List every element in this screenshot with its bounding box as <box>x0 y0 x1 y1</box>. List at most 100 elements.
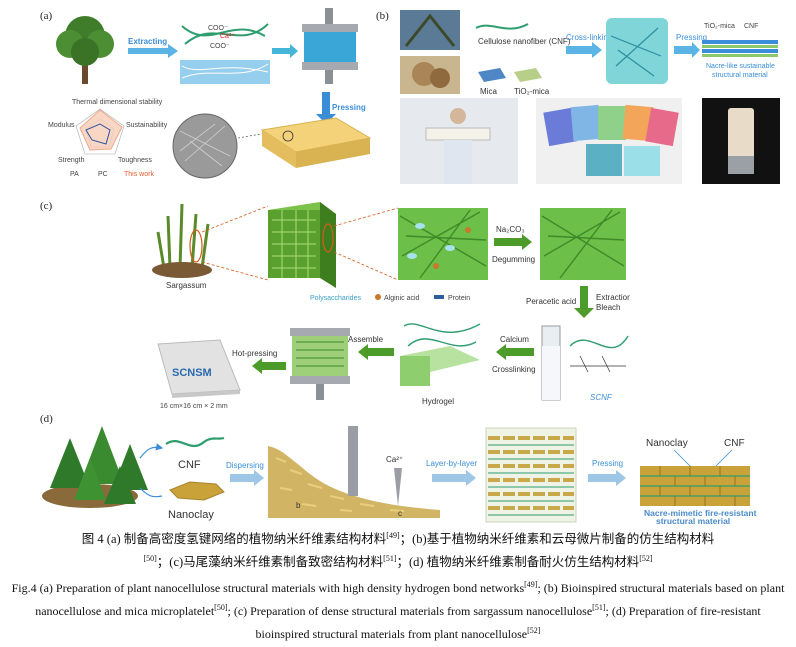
assemble-arrow <box>358 344 394 360</box>
scnf-vial <box>541 325 561 401</box>
crosslinking-arrow-b <box>566 42 602 58</box>
tio2-mica-icon <box>514 68 542 82</box>
mica-label: Mica <box>480 87 497 96</box>
label-c-d: c <box>398 509 402 518</box>
legend-alginic-acid: Alginic acid <box>384 295 420 302</box>
clean-fiber-box <box>540 208 626 280</box>
photo-phone <box>702 98 780 184</box>
out-desc-1: Nacre-mimetic fire-resistant <box>644 508 757 518</box>
peracetic-label: Peracetic acid <box>526 297 576 306</box>
radar-legend-pc: PC <box>98 171 108 178</box>
press-illustration <box>302 8 358 84</box>
scnsm-label: SCNSM <box>172 367 212 379</box>
caption-english: Fig.4 (a) Preparation of plant nanocellu… <box>10 575 786 644</box>
panel-label-a: (a) <box>40 10 53 22</box>
scnf-label: SCNF <box>590 393 613 402</box>
ca-label-d: Ca²⁺ <box>386 455 403 464</box>
pressing-label-a: Pressing <box>332 103 366 112</box>
photo-person-board <box>400 98 518 184</box>
radar-legend-pa: PA <box>70 171 79 178</box>
layered-film <box>485 427 577 523</box>
chem-label-2: Ca²⁺ <box>220 33 235 40</box>
radar-axis-5: Modulus <box>48 122 75 129</box>
radar-legend-this-work: This work <box>124 171 154 178</box>
radar-axis-3: Toughness <box>118 157 152 164</box>
calcium-label: Calcium <box>500 335 529 344</box>
radar-axis-2: Sustainability <box>126 122 168 129</box>
crosslinking-label-b: Cross-linking <box>566 33 612 42</box>
dispersing-label: Dispersing <box>226 461 264 470</box>
nanofiber-network: COO⁻ Ca²⁺ COO⁻ <box>180 23 270 84</box>
product-cnf-label: CNF <box>744 23 758 30</box>
cnf-label-b: Cellulose nanofiber (CNF) <box>478 37 571 46</box>
scnsm-dims: 16 cm×16 cm × 2 mm <box>160 403 228 410</box>
crosslinked-gel <box>606 18 668 84</box>
out-desc-2: structural material <box>656 516 730 524</box>
caption-cn-ref-52: [52] <box>639 554 653 564</box>
assemble-label: Assemble <box>348 335 384 344</box>
sargassum-label: Sargassum <box>166 281 207 290</box>
pressing-label-b: Pressing <box>676 33 707 42</box>
scnf-structure <box>569 335 629 373</box>
panel-label-d: (d) <box>40 413 53 425</box>
hot-pressing-label: Hot-pressing <box>232 349 277 358</box>
lbl-label: Layer-by-layer <box>426 459 477 468</box>
caption-cn-part-c: ；(c)马尾藻纳米纤维素制备致密结构材料 <box>156 555 384 570</box>
caption-cn-ref-50: [50] <box>143 554 157 564</box>
panel-d: CNF Nanoclay Dispersing b c Ca²⁺ Layer-b… <box>40 418 790 524</box>
caption-en-ref-50: [50] <box>214 603 228 612</box>
caption-cn-ref-51: [51] <box>383 554 397 564</box>
out-cnf-label: CNF <box>724 438 745 449</box>
hydrogel-illustration <box>400 323 481 386</box>
caption-chinese: 图 4 (a) 制备高密度氢键网络的植物纳米纤维素结构材料[49]；(b)基于植… <box>10 526 786 572</box>
radar-axis-1: Thermal dimensional stability <box>72 99 163 106</box>
chem-label-1: COO⁻ <box>208 25 228 32</box>
pressing-arrow-d <box>588 470 626 486</box>
brick-wall-output <box>640 449 750 506</box>
mica-icon <box>478 68 506 82</box>
na2co3-label: Na₂CO₃ <box>496 225 525 234</box>
caption-en-ref-52: [52] <box>527 626 541 635</box>
cnf-label-d: CNF <box>178 459 201 471</box>
out-nanoclay-label: Nanoclay <box>646 438 688 449</box>
extraction-label: Extraction <box>596 293 630 302</box>
hot-press <box>290 328 350 400</box>
arrow-to-press <box>272 44 298 58</box>
legend-protein: Protein <box>448 295 470 302</box>
product-tio2-label: TiO₂-mica <box>704 23 735 30</box>
pressing-label-d: Pressing <box>592 459 623 468</box>
cnf-fiber-icon <box>475 23 529 30</box>
coating-bed <box>268 426 440 518</box>
extraction-arrow <box>574 286 594 318</box>
caption-en-part-b: ; (b) Bioinspired structural materials b… <box>35 581 785 618</box>
radar-chart: Thermal dimensional stability Sustainabi… <box>48 99 168 178</box>
pine-trees <box>42 426 148 508</box>
pressing-arrow-b <box>674 42 700 58</box>
panel-label-c: (c) <box>40 200 53 212</box>
caption-en-ref-51: [51] <box>592 603 606 612</box>
pressing-arrow-a <box>316 92 336 124</box>
panel-c: Sargassum Na₂CO₃ Degumming <box>150 196 630 411</box>
cell-structure-cube <box>268 202 336 288</box>
legend-polysaccharides: Polysaccharides <box>310 295 361 302</box>
hydrogel-label: Hydrogel <box>422 397 454 406</box>
sem-image <box>172 113 238 179</box>
panel-a: Extracting COO⁻ Ca²⁺ COO⁻ Pressing <box>40 6 375 186</box>
caption-cn-ref-49: [49] <box>386 531 400 540</box>
extracting-label: Extracting <box>128 37 167 46</box>
sargassum-plant <box>152 203 212 278</box>
fiber-particles-box <box>398 208 488 280</box>
dispersing-arrow <box>230 470 264 486</box>
caption-cn-part-a: 图 4 (a) 制备高密度氢键网络的植物纳米纤维素结构材料 <box>81 532 387 547</box>
nanoclay-hexagon <box>169 481 225 501</box>
nanoclay-label-d: Nanoclay <box>168 509 214 521</box>
chem-label-3: COO⁻ <box>210 43 230 50</box>
caption-cn-part-d: ；(d) 植物纳米纤维素制备耐火仿生结构材料 <box>396 555 640 570</box>
tio2-mica-label: TiO₂-mica <box>514 87 550 96</box>
caption-en-part-d: ; (d) Preparation of fire-resistant bioi… <box>255 604 761 641</box>
extracting-arrow <box>128 44 178 58</box>
layered-product <box>702 40 778 57</box>
caption-en-part-a: Fig.4 (a) Preparation of plant nanocellu… <box>11 581 525 595</box>
degumming-label: Degumming <box>492 255 535 264</box>
radar-axis-4: Strength <box>58 157 85 164</box>
